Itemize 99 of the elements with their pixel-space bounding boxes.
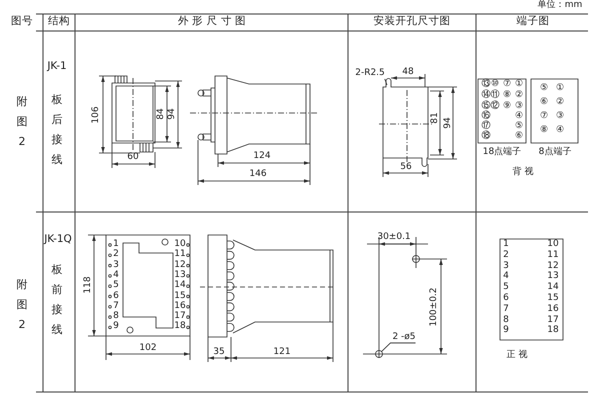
- leader-line: [384, 78, 388, 86]
- terminal-number: 15: [174, 292, 186, 301]
- unit-note: 单位：mm: [538, 1, 582, 11]
- terminal-number: ⑤: [540, 84, 548, 94]
- terminal-number: 17: [174, 312, 186, 322]
- terminal-number: ⑪: [490, 91, 500, 100]
- terminal-number: ⑧: [502, 91, 512, 101]
- dimension-value: 100±0.2: [430, 287, 440, 327]
- dimension-value: 94: [444, 117, 454, 129]
- view-caption: 8点端子: [538, 148, 572, 158]
- terminal-number: ⑦: [502, 80, 512, 90]
- terminal-number: 15: [547, 294, 559, 304]
- terminal-number: 1: [113, 240, 119, 250]
- terminal-number: ⑬: [482, 80, 490, 90]
- column-header: 端子图: [516, 16, 550, 28]
- terminal-number: ⑧: [540, 126, 548, 136]
- view-caption: 18点端子: [482, 148, 522, 158]
- terminal-number: 14: [174, 281, 186, 292]
- dimension-value: 106: [92, 106, 102, 124]
- terminal-number: ⑨: [502, 102, 512, 112]
- terminal-number: ④: [514, 112, 524, 122]
- terminal-number: 4: [113, 270, 119, 280]
- dimension-value: 35: [213, 348, 225, 358]
- terminal-number: 14: [547, 283, 559, 294]
- terminal-number: 7: [503, 304, 509, 315]
- terminal-number: ②: [556, 98, 564, 108]
- dimension-value: 48: [402, 68, 414, 78]
- terminal-number: 17: [547, 316, 559, 325]
- leader-line: [381, 342, 416, 352]
- dimension-value: 81: [431, 112, 441, 124]
- terminal-number: ②: [514, 91, 524, 101]
- terminal-number: ⑭: [482, 91, 490, 100]
- terminal-number: ⑥: [514, 132, 524, 142]
- view-caption: 正 视: [506, 351, 528, 361]
- column-header: 外 形 尺 寸 图: [178, 16, 246, 28]
- terminal-number: 5: [503, 283, 509, 293]
- terminal-number: ⑱: [482, 132, 490, 142]
- terminal-number: 5: [113, 281, 119, 291]
- model-name: JK-1Q: [44, 234, 72, 246]
- dimension-value: 146: [249, 170, 267, 180]
- wiring-note: 板后接线: [50, 92, 64, 168]
- wiring-note: 板前接线: [50, 262, 64, 338]
- terminal-number: ⑯: [482, 112, 490, 122]
- terminal-number: 13: [547, 272, 559, 282]
- dimension-value: 30±0.1: [377, 233, 411, 243]
- terminal-number: ①: [514, 80, 524, 90]
- terminal-number: 12: [547, 262, 559, 271]
- terminal-number: 9: [503, 326, 509, 336]
- terminal-number: 10: [547, 240, 559, 250]
- terminal-number: 3: [503, 262, 509, 272]
- model-name: JK-1: [47, 61, 67, 73]
- terminal-number: 6: [113, 292, 119, 302]
- terminal-number: 7: [113, 302, 119, 311]
- terminal-number: ④: [556, 126, 564, 136]
- terminal-number: ⑥: [540, 98, 548, 108]
- terminal-number: 9: [113, 322, 119, 332]
- terminal-number: ⑦: [540, 112, 548, 122]
- terminal-number: 13: [174, 270, 186, 280]
- dimension-value: 118: [84, 276, 94, 294]
- dimension-value: 121: [273, 348, 291, 358]
- terminal-number: 11: [547, 250, 559, 261]
- terminal-number: 8: [113, 312, 119, 322]
- terminal-number: 6: [503, 294, 509, 304]
- column-header: 图号: [11, 16, 33, 28]
- terminal-number: 1: [503, 240, 509, 250]
- terminal-number: 16: [547, 304, 559, 315]
- terminal-number: ⑮: [482, 102, 490, 112]
- terminal-number: ⑫: [490, 102, 500, 112]
- terminal-number: 4: [503, 272, 509, 282]
- column-header: 结构: [48, 16, 70, 28]
- terminal-number: 12: [174, 260, 186, 270]
- callout-text: 2-R2.5: [355, 69, 385, 79]
- terminal-number: ⑰: [482, 122, 490, 132]
- terminal-number: 11: [174, 250, 186, 260]
- terminal-number: 2: [503, 250, 509, 261]
- terminal-number: 2: [113, 250, 119, 260]
- terminal-number: 3: [113, 260, 119, 270]
- figure-number: 附图2: [16, 94, 28, 150]
- terminal-number: 8: [503, 316, 509, 325]
- terminal-number: ⑩: [490, 80, 500, 90]
- dimension-value: 84: [157, 108, 167, 120]
- view-caption: 背 视: [512, 168, 534, 178]
- figure-number: 附图2: [16, 277, 28, 333]
- terminal-number: 18: [174, 322, 186, 332]
- column-header: 安装开孔尺寸图: [374, 16, 450, 28]
- dimension-value: 56: [400, 163, 412, 173]
- terminal-number: ③: [514, 102, 524, 112]
- dimension-value: 94: [168, 108, 178, 120]
- dimension-value: 124: [253, 152, 271, 162]
- dimension-value: 60: [127, 153, 139, 163]
- callout-text: 2 -ø5: [392, 333, 416, 343]
- terminal-number: 10: [174, 240, 186, 250]
- terminal-number: ①: [556, 84, 564, 94]
- dimension-value: 102: [139, 344, 157, 354]
- terminal-number: ③: [556, 112, 564, 122]
- terminal-number: 16: [174, 302, 186, 312]
- terminal-number: ⑤: [514, 122, 524, 132]
- terminal-number: 18: [547, 326, 559, 336]
- mounting-hole: [375, 350, 383, 358]
